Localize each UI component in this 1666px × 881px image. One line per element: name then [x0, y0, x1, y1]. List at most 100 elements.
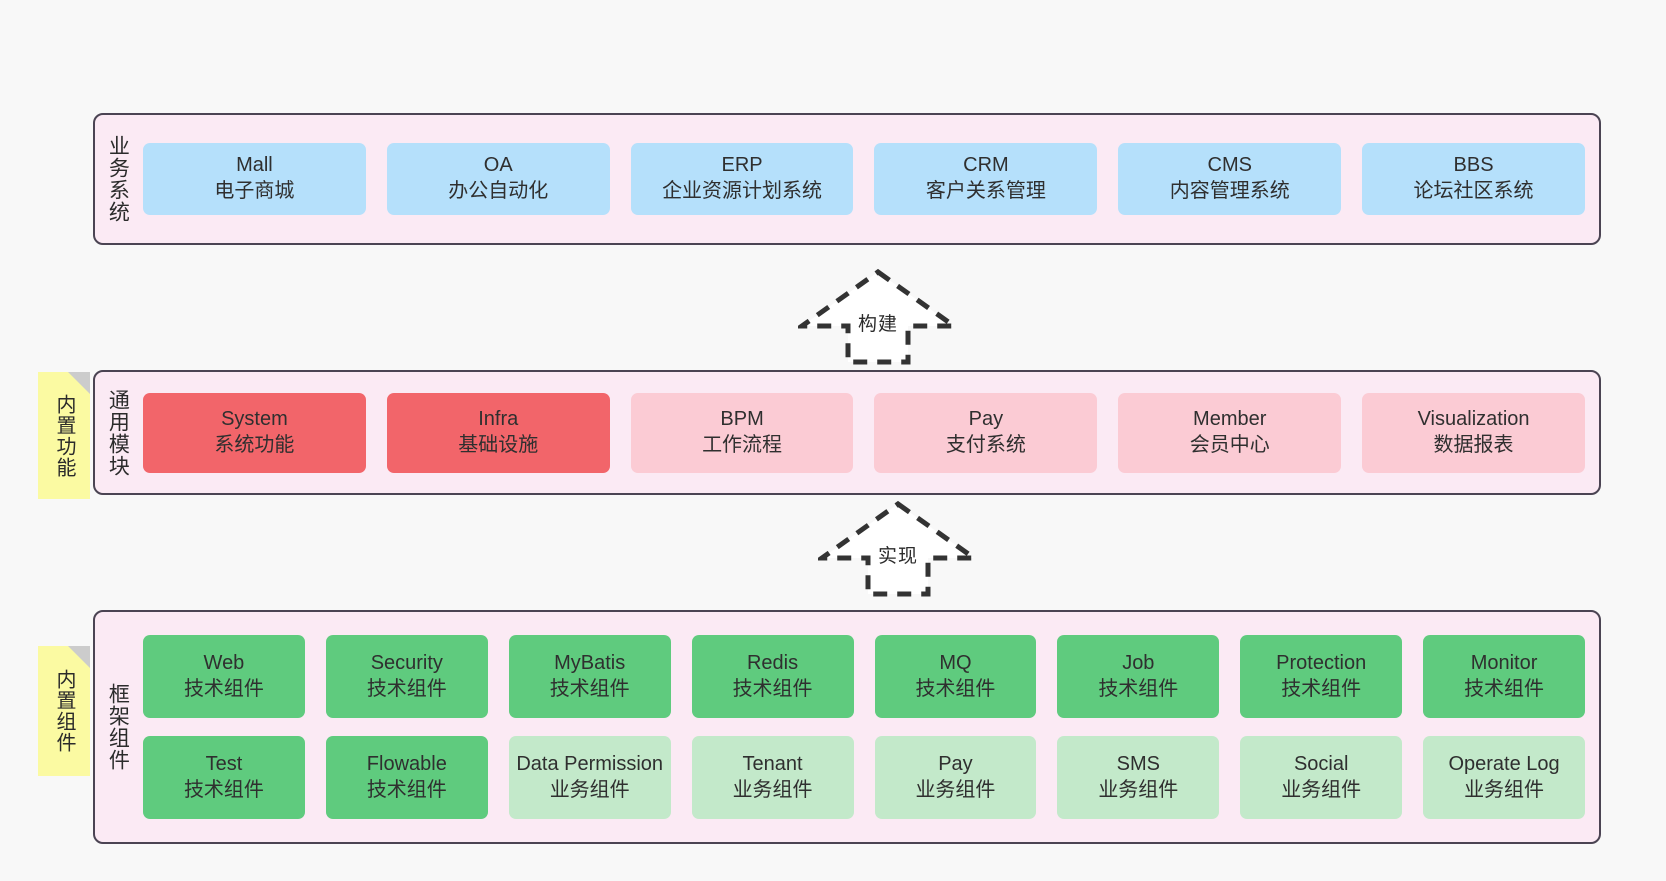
card-security-title: Security [370, 651, 443, 674]
connector-implement-arrow: 实现 [818, 500, 978, 598]
card-mq[interactable]: MQ 技术组件 [874, 635, 1037, 718]
build-arrow-shape [798, 268, 958, 365]
card-mybatis-title: MyBatis [554, 651, 626, 674]
card-data-permission[interactable]: Data Permission 业务组件 [508, 736, 671, 819]
card-sms-title: SMS [1116, 752, 1160, 775]
card-erp-subtitle: 企业资源计划系统 [662, 180, 823, 202]
card-oa-subtitle: 办公自动化 [448, 180, 549, 202]
card-mq-title: MQ [939, 651, 972, 674]
card-crm[interactable]: CRM 客户关系管理 [874, 143, 1098, 215]
card-data-permission-title: Data Permission [516, 752, 664, 775]
card-test-title: Test [205, 752, 243, 775]
card-web-title: Web [203, 651, 245, 674]
card-tenant-title: Tenant [742, 752, 803, 775]
card-bbs-title: BBS [1453, 154, 1494, 177]
card-pay-module-title: Pay [968, 407, 1004, 430]
card-mall[interactable]: Mall 电子商城 [143, 143, 366, 215]
card-job[interactable]: Job 技术组件 [1057, 635, 1220, 718]
card-operate-log-subtitle: 业务组件 [1464, 778, 1545, 801]
card-visualization-title: Visualization [1417, 407, 1530, 430]
card-mq-subtitle: 技术组件 [915, 677, 996, 700]
card-monitor[interactable]: Monitor 技术组件 [1423, 635, 1585, 718]
card-social-title: Social [1293, 752, 1349, 775]
card-pay-component[interactable]: Pay 业务组件 [874, 736, 1037, 819]
card-infra-subtitle: 基础设施 [458, 433, 539, 456]
card-security[interactable]: Security 技术组件 [325, 635, 488, 718]
common-card-row: System 系统功能 Infra 基础设施 BPM 工作流程 Pay 支付系统… [143, 392, 1585, 473]
layer-business-label: 业务系统 [106, 135, 130, 223]
card-operate-log[interactable]: Operate Log 业务组件 [1423, 736, 1585, 819]
card-protection-title: Protection [1276, 651, 1367, 674]
card-web-subtitle: 技术组件 [183, 677, 264, 700]
card-monitor-subtitle: 技术组件 [1464, 677, 1545, 700]
card-flowable-title: Flowable [366, 752, 447, 775]
card-crm-title: CRM [963, 154, 1009, 177]
card-system-title: System [221, 407, 288, 430]
card-member[interactable]: Member 会员中心 [1118, 392, 1342, 473]
card-mall-subtitle: 电子商城 [214, 180, 295, 202]
layer-business-system: 业务系统 Mall 电子商城 OA 办公自动化 ERP 企业资源计划系统 CRM… [93, 113, 1601, 245]
card-visualization-subtitle: 数据报表 [1433, 433, 1514, 456]
card-security-subtitle: 技术组件 [366, 677, 447, 700]
card-web[interactable]: Web 技术组件 [143, 635, 305, 718]
card-cms[interactable]: CMS 内容管理系统 [1118, 143, 1342, 215]
card-system-subtitle: 系统功能 [214, 433, 295, 456]
card-redis-title: Redis [746, 651, 799, 674]
card-crm-subtitle: 客户关系管理 [925, 180, 1046, 202]
card-monitor-title: Monitor [1470, 651, 1538, 674]
card-test[interactable]: Test 技术组件 [143, 736, 305, 819]
card-infra[interactable]: Infra 基础设施 [386, 392, 610, 473]
card-erp-title: ERP [721, 154, 763, 177]
framework-card-row-1: Web 技术组件 Security 技术组件 MyBatis 技术组件 Redi… [143, 635, 1585, 718]
card-infra-title: Infra [478, 407, 519, 430]
card-social-subtitle: 业务组件 [1281, 778, 1362, 801]
card-tenant-subtitle: 业务组件 [732, 778, 813, 801]
card-bpm-title: BPM [720, 407, 764, 430]
card-bpm-subtitle: 工作流程 [702, 433, 783, 456]
card-visualization[interactable]: Visualization 数据报表 [1362, 392, 1585, 473]
card-erp[interactable]: ERP 企业资源计划系统 [630, 143, 854, 215]
layer-framework-component: 框架组件 Web 技术组件 Security 技术组件 MyBatis 技术组件… [93, 610, 1601, 844]
card-pay-module-subtitle: 支付系统 [945, 433, 1026, 456]
card-oa-title: OA [483, 154, 513, 177]
layer-common-label: 通用模块 [106, 388, 130, 477]
layer-common-module: 通用模块 System 系统功能 Infra 基础设施 BPM 工作流程 Pay… [93, 370, 1601, 495]
card-bbs-subtitle: 论坛社区系统 [1413, 180, 1534, 202]
card-flowable[interactable]: Flowable 技术组件 [325, 736, 488, 819]
card-redis-subtitle: 技术组件 [732, 677, 813, 700]
card-system[interactable]: System 系统功能 [143, 392, 366, 473]
card-protection-subtitle: 技术组件 [1281, 677, 1362, 700]
business-card-row: Mall 电子商城 OA 办公自动化 ERP 企业资源计划系统 CRM 客户关系… [143, 143, 1585, 215]
card-cms-title: CMS [1207, 154, 1252, 177]
card-bbs[interactable]: BBS 论坛社区系统 [1362, 143, 1585, 215]
sticky-note-builtin-function-label: 内置功能 [53, 393, 75, 478]
sticky-note-builtin-function: 内置功能 [38, 372, 90, 499]
card-pay-component-subtitle: 业务组件 [915, 778, 996, 801]
card-job-title: Job [1122, 651, 1155, 674]
layer-business-body: Mall 电子商城 OA 办公自动化 ERP 企业资源计划系统 CRM 客户关系… [139, 115, 1599, 243]
card-protection[interactable]: Protection 技术组件 [1240, 635, 1403, 718]
card-cms-subtitle: 内容管理系统 [1169, 180, 1290, 202]
note-fold-corner-icon [68, 372, 90, 394]
card-sms[interactable]: SMS 业务组件 [1057, 736, 1220, 819]
layer-framework-label: 框架组件 [106, 683, 130, 771]
card-tenant[interactable]: Tenant 业务组件 [691, 736, 854, 819]
card-mybatis[interactable]: MyBatis 技术组件 [508, 635, 671, 718]
card-mybatis-subtitle: 技术组件 [549, 677, 630, 700]
layer-common-body: System 系统功能 Infra 基础设施 BPM 工作流程 Pay 支付系统… [139, 372, 1599, 493]
connector-build-arrow: 构建 [798, 268, 958, 366]
card-oa[interactable]: OA 办公自动化 [386, 143, 610, 215]
card-mall-title: Mall [236, 154, 273, 177]
note-fold-corner-icon-2 [68, 646, 90, 668]
card-operate-log-title: Operate Log [1448, 752, 1560, 775]
card-pay-module[interactable]: Pay 支付系统 [874, 392, 1098, 473]
card-redis[interactable]: Redis 技术组件 [691, 635, 854, 718]
sticky-note-builtin-component: 内置组件 [38, 646, 90, 776]
card-member-subtitle: 会员中心 [1189, 433, 1270, 456]
card-social[interactable]: Social 业务组件 [1240, 736, 1403, 819]
card-bpm[interactable]: BPM 工作流程 [630, 392, 854, 473]
card-test-subtitle: 技术组件 [183, 778, 264, 801]
card-sms-subtitle: 业务组件 [1098, 778, 1179, 801]
card-job-subtitle: 技术组件 [1098, 677, 1179, 700]
